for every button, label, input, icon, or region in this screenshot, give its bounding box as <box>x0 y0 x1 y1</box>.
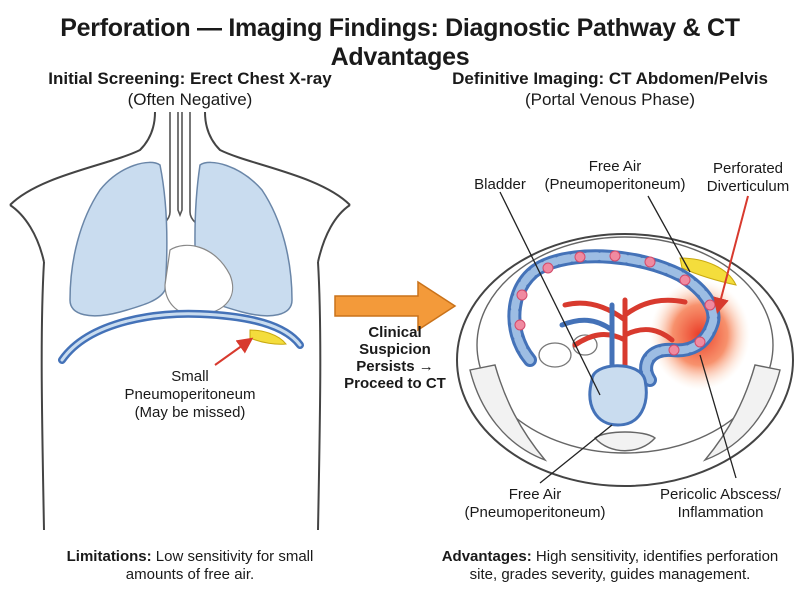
free-air-bottom-line-1: Free Air <box>508 486 562 503</box>
label-line-1: Small <box>171 368 209 385</box>
xray-heading-block: Initial Screening: Erect Chest X-ray (Of… <box>20 68 360 110</box>
heart-shadow <box>164 244 234 316</box>
arrow-line-3: Persists → <box>356 358 434 375</box>
small-free-air <box>249 329 287 345</box>
abscess-line-1: Pericolic Abscess/ <box>660 486 781 503</box>
torso-outline <box>9 111 351 531</box>
perforated-diverticulum-label: Perforated Diverticulum <box>700 160 796 196</box>
xray-subheading: (Often Negative) <box>127 90 253 109</box>
perforated-line-1: Perforated <box>712 160 784 177</box>
free-air-bottom-line-2: (Pneumoperitoneum) <box>464 504 606 521</box>
diaphragm-inner <box>60 312 302 362</box>
bladder-label: Bladder <box>474 176 526 193</box>
arrow-line-4: Proceed to CT <box>344 375 446 392</box>
perforation-pointer <box>713 195 749 314</box>
advantages-heading: Advantages: <box>441 548 532 565</box>
pneumoperitoneum-label: Small Pneumoperitoneum (May be missed) <box>120 368 260 422</box>
free-air-ct <box>679 257 737 286</box>
abscess-label: Pericolic Abscess/ Inflammation <box>648 486 793 522</box>
ct-heading-block: Definitive Imaging: CT Abdomen/Pelvis (P… <box>440 68 780 110</box>
ct-subheading: (Portal Venous Phase) <box>524 90 696 109</box>
free-air-pointer <box>214 337 254 366</box>
mesenteric-vessels <box>559 297 688 373</box>
perforated-line-2: Diverticulum <box>706 178 790 195</box>
free-air-top-line-2: (Pneumoperitoneum) <box>544 176 686 193</box>
free-air-top-label: Free Air (Pneumoperitoneum) <box>540 158 690 194</box>
xray-heading: Initial Screening: Erect Chest X-ray <box>48 69 332 88</box>
leader-lines <box>499 191 737 484</box>
page-title: Perforation — Imaging Findings: Diagnost… <box>60 14 740 71</box>
limitations-text: Low sensitivity for small <box>151 548 314 565</box>
advantages-text-2: site, grades severity, guides management… <box>469 566 751 583</box>
limitations-text-2: amounts of free air. <box>125 566 255 583</box>
advantages-text: High sensitivity, identifies perforation <box>531 548 779 565</box>
advantages-note: Advantages: High sensitivity, identifies… <box>432 548 788 584</box>
peritoneal-cavity <box>476 236 774 454</box>
arrow-line-2: Suspicion <box>359 341 431 358</box>
pathway-arrow-text: Clinical Suspicion Persists → Proceed to… <box>330 324 460 392</box>
free-air-top-line-1: Free Air <box>588 158 642 175</box>
small-bowel <box>538 334 598 368</box>
diverticula <box>514 250 716 356</box>
limitations-heading: Limitations: <box>66 548 152 565</box>
label-line-2: Pneumoperitoneum <box>124 386 256 403</box>
arrow-line-1: Clinical <box>368 324 422 341</box>
ct-heading: Definitive Imaging: CT Abdomen/Pelvis <box>452 69 768 88</box>
right-lung <box>69 161 168 317</box>
pathway-arrow <box>334 280 457 332</box>
limitations-note: Limitations: Low sensitivity for small a… <box>20 548 360 584</box>
label-line-3: (May be missed) <box>134 404 246 421</box>
abscess-line-2: Inflammation <box>677 504 764 521</box>
bladder <box>588 364 648 427</box>
free-air-bottom-label: Free Air (Pneumoperitoneum) <box>460 486 610 522</box>
